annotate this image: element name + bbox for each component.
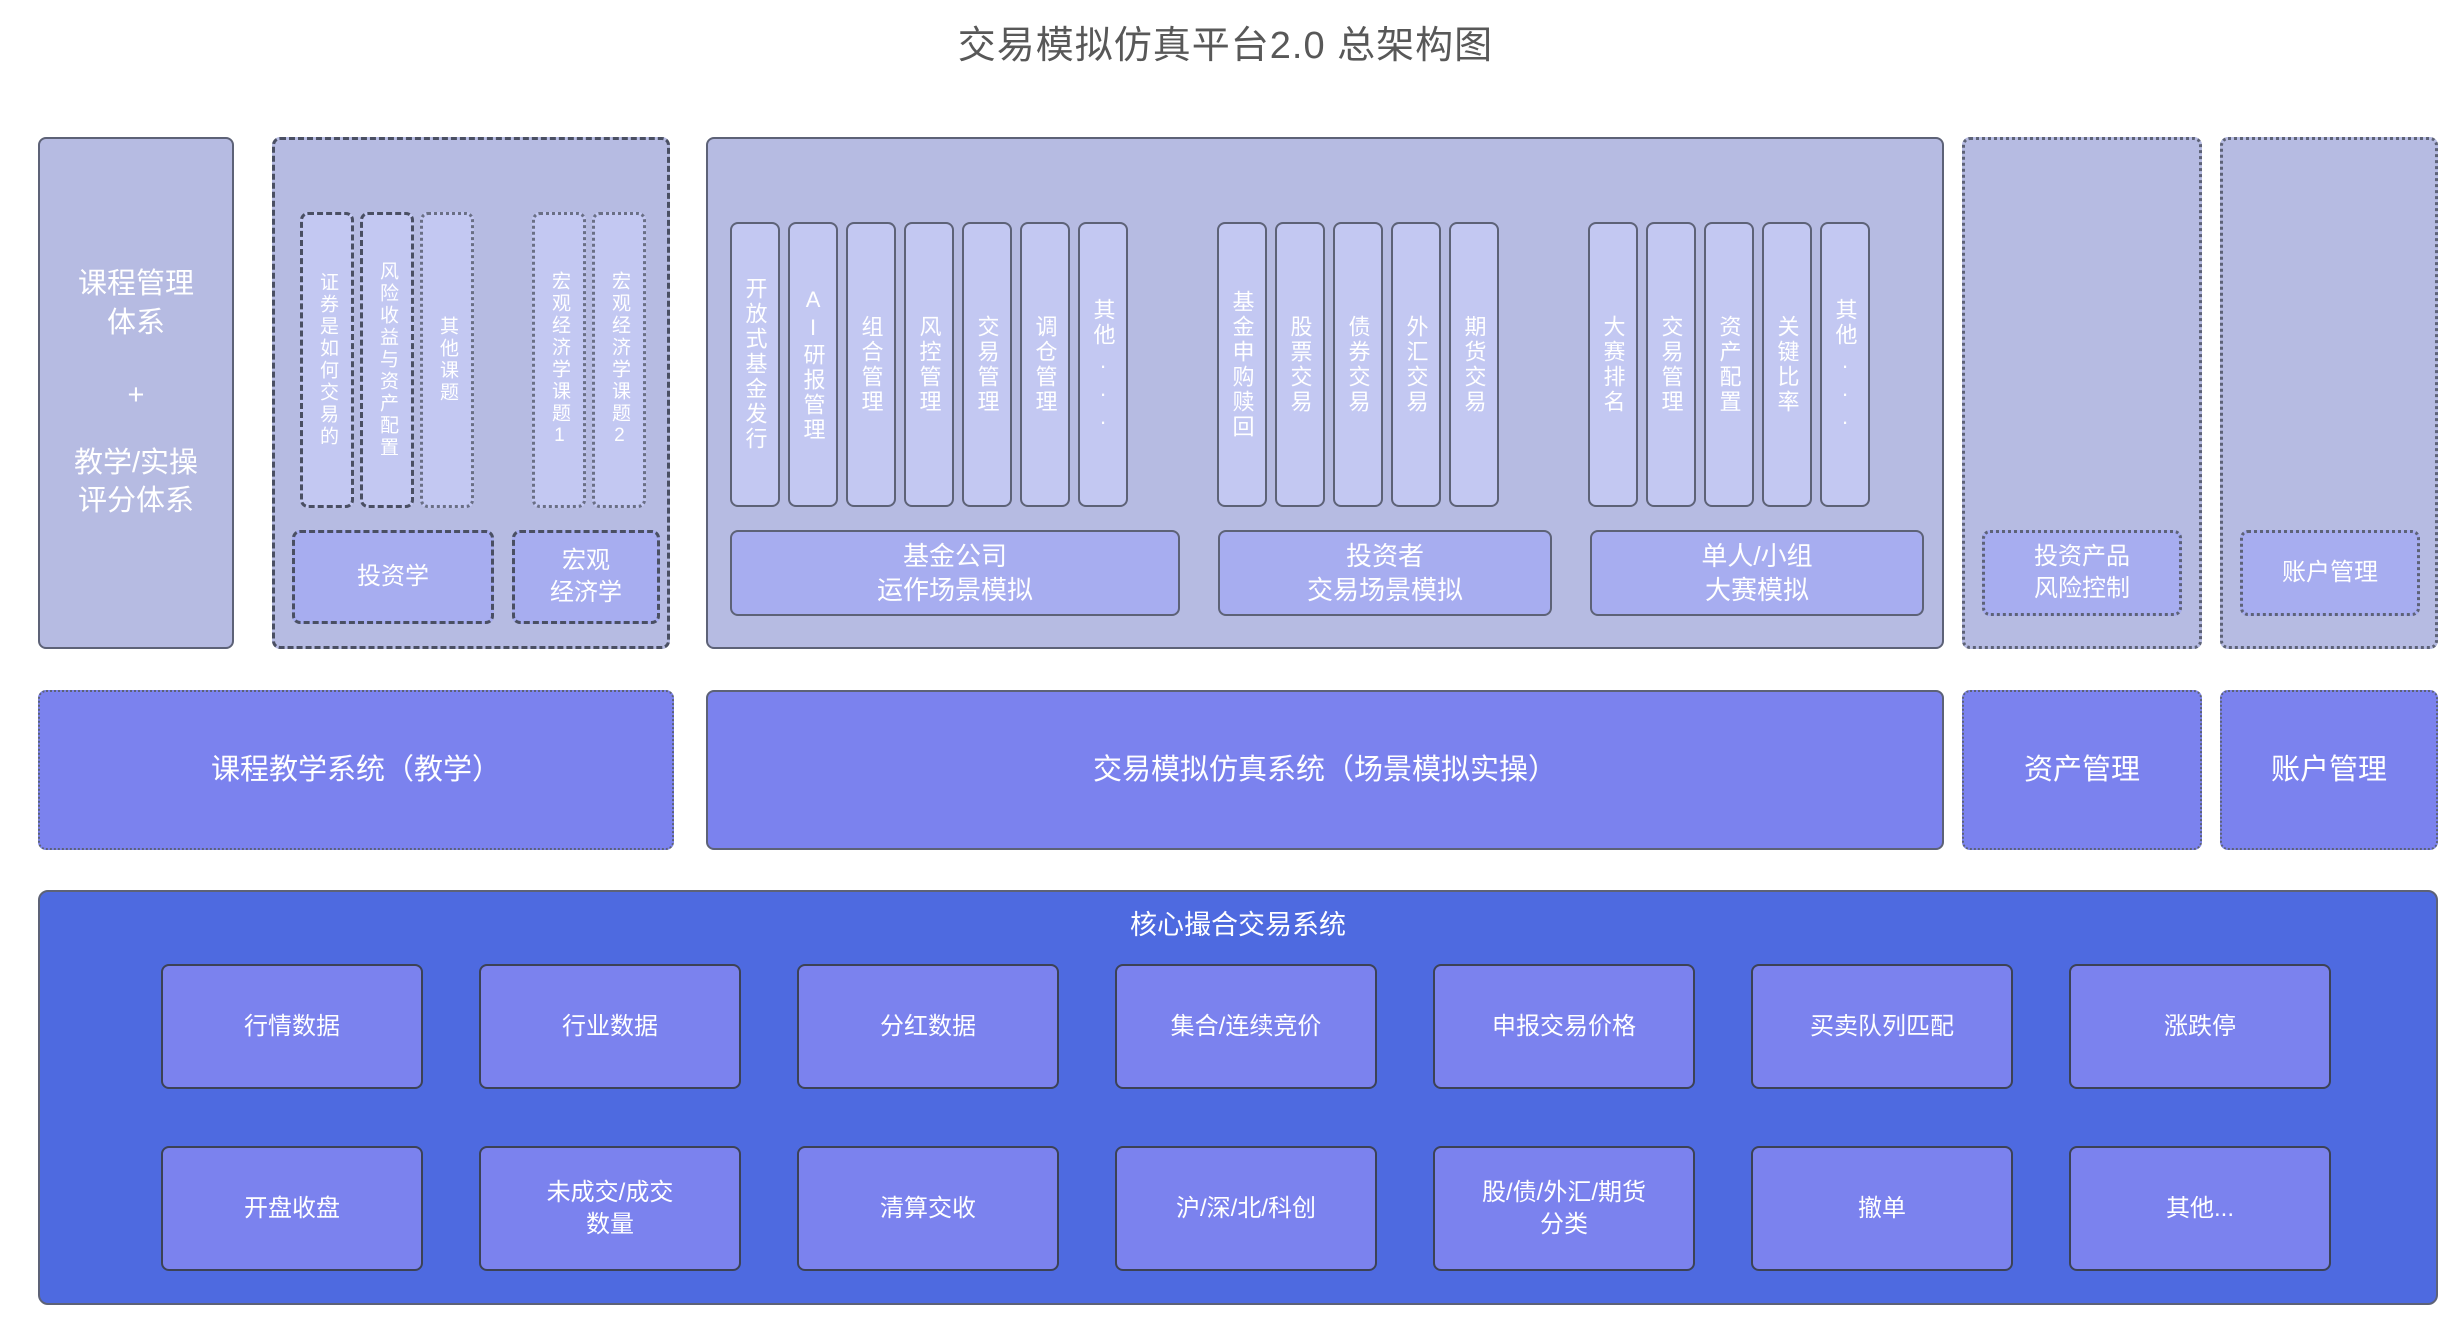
topic-chip-other[interactable]: 其他课题 xyxy=(420,212,474,508)
core-cell-asset-class-category[interactable]: 股/债/外汇/期货 分类 xyxy=(1433,1146,1695,1271)
band-course-teaching-system[interactable]: 课程教学系统（教学） xyxy=(38,690,674,850)
investor-item-fund-subscribe-redeem[interactable]: 基金申购赎回 xyxy=(1217,222,1267,507)
fund-item-rebalance-mgmt[interactable]: 调仓管理 xyxy=(1020,222,1070,507)
fund-item-portfolio-mgmt[interactable]: 组合管理 xyxy=(846,222,896,507)
band-account-management[interactable]: 账户管理 xyxy=(2220,690,2438,850)
investor-item-stock-trading[interactable]: 股票交易 xyxy=(1275,222,1325,507)
fund-item-ai-report[interactable]: AI研报管理 xyxy=(788,222,838,507)
core-cell-open-close[interactable]: 开盘收盘 xyxy=(161,1146,423,1271)
simulation-footer-investor[interactable]: 投资者 交易场景模拟 xyxy=(1218,530,1552,616)
course-box-macro-economics[interactable]: 宏观 经济学 xyxy=(512,530,660,624)
core-matching-system-title: 核心撮合交易系统 xyxy=(1130,910,1346,940)
teaching-evaluation-title: 教学/实操 评分体系 xyxy=(73,447,199,518)
core-cell-unfilled-filled-qty[interactable]: 未成交/成交 数量 xyxy=(479,1146,741,1271)
core-cell-price-limit[interactable]: 涨跌停 xyxy=(2069,964,2331,1089)
core-cell-market-boards[interactable]: 沪/深/北/科创 xyxy=(1115,1146,1377,1271)
account-mgmt-box[interactable]: 账户管理 xyxy=(2240,530,2420,616)
core-cell-cancel-order[interactable]: 撤单 xyxy=(1751,1146,2013,1271)
fund-item-trade-mgmt[interactable]: 交易管理 xyxy=(962,222,1012,507)
investor-item-futures-trading[interactable]: 期货交易 xyxy=(1449,222,1499,507)
core-cell-market-data[interactable]: 行情数据 xyxy=(161,964,423,1089)
core-cell-call-continuous-auction[interactable]: 集合/连续竞价 xyxy=(1115,964,1377,1089)
core-cell-other[interactable]: 其他... xyxy=(2069,1146,2331,1271)
topic-chip-macro-1[interactable]: 宏观经济学课题1 xyxy=(532,212,586,508)
course-box-investment[interactable]: 投资学 xyxy=(292,530,494,624)
topic-chip-securities[interactable]: 证券是如何交易的 xyxy=(300,212,354,508)
contest-item-ranking[interactable]: 大赛排名 xyxy=(1588,222,1638,507)
band-trading-simulation-system[interactable]: 交易模拟仿真系统（场景模拟实操） xyxy=(706,690,1944,850)
band-asset-management[interactable]: 资产管理 xyxy=(1962,690,2202,850)
topic-chip-risk-return[interactable]: 风险收益与资产配置 xyxy=(360,212,414,508)
contest-item-key-ratio[interactable]: 关键比率 xyxy=(1762,222,1812,507)
page-title: 交易模拟仿真平台2.0 总架构图 xyxy=(957,25,1494,67)
contest-item-asset-allocation[interactable]: 资产配置 xyxy=(1704,222,1754,507)
course-management-system-box[interactable]: 课程管理 体系 + 教学/实操 评分体系 xyxy=(38,137,234,649)
fund-item-risk-control[interactable]: 风控管理 xyxy=(904,222,954,507)
investor-item-bond-trading[interactable]: 债券交易 xyxy=(1333,222,1383,507)
core-cell-dividend-data[interactable]: 分红数据 xyxy=(797,964,1059,1089)
simulation-footer-contest[interactable]: 单人/小组 大赛模拟 xyxy=(1590,530,1924,616)
topic-chip-macro-2[interactable]: 宏观经济学课题2 xyxy=(592,212,646,508)
fund-item-open-fund-issue[interactable]: 开放式基金发行 xyxy=(730,222,780,507)
contest-item-other[interactable]: 其他... xyxy=(1820,222,1870,507)
contest-item-trade-mgmt[interactable]: 交易管理 xyxy=(1646,222,1696,507)
core-cell-order-price[interactable]: 申报交易价格 xyxy=(1433,964,1695,1089)
core-cell-order-queue-matching[interactable]: 买卖队列匹配 xyxy=(1751,964,2013,1089)
core-cell-industry-data[interactable]: 行业数据 xyxy=(479,964,741,1089)
simulation-footer-fund-company[interactable]: 基金公司 运作场景模拟 xyxy=(730,530,1180,616)
core-cell-clearing-settlement[interactable]: 清算交收 xyxy=(797,1146,1059,1271)
investor-item-fx-trading[interactable]: 外汇交易 xyxy=(1391,222,1441,507)
course-management-title: 课程管理 体系 xyxy=(77,268,194,339)
risk-control-box[interactable]: 投资产品 风险控制 xyxy=(1982,530,2182,616)
fund-item-other[interactable]: 其他... xyxy=(1078,222,1128,507)
plus-sign: + xyxy=(127,378,145,411)
